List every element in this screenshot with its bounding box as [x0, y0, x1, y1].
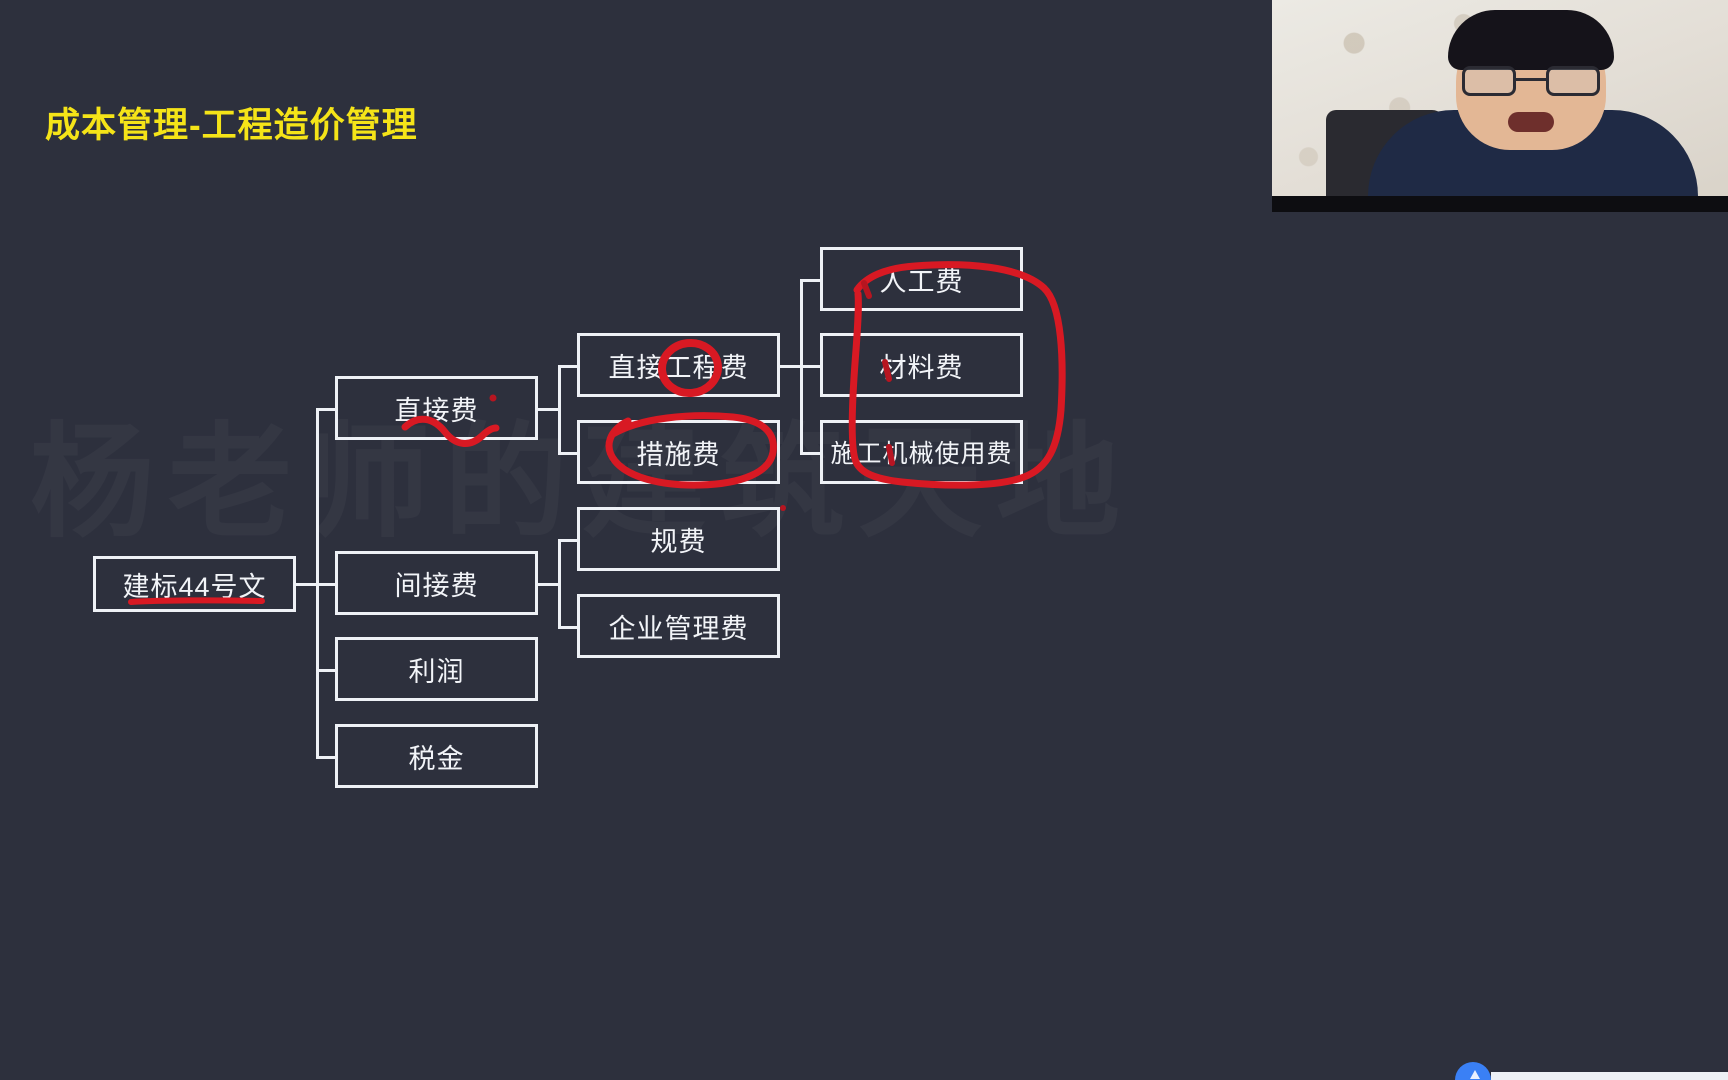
page-title: 成本管理-工程造价管理 — [45, 106, 418, 145]
node-indirect-cost-label: 间接费 — [394, 570, 479, 601]
glasses-left-lens — [1462, 66, 1516, 96]
glasses-icon — [1462, 66, 1600, 96]
connector-direct-children-spine — [558, 365, 561, 452]
node-labor-cost-label: 人工费 — [879, 266, 964, 297]
node-root-label: 建标44号文 — [122, 571, 267, 602]
connector-to-enterprise-management-fee — [558, 626, 579, 629]
node-material-cost-label: 材料费 — [879, 352, 964, 383]
connector-indirect-cost-out — [538, 583, 560, 586]
connector-to-tax — [316, 756, 337, 759]
connector-root-out — [296, 583, 318, 586]
connector-direct-cost-out — [538, 408, 560, 411]
connector-to-indirect-cost — [316, 583, 337, 586]
node-material-cost[interactable]: 材料费 — [820, 333, 1023, 397]
node-machinery-cost-label: 施工机械使用费 — [830, 440, 1013, 468]
node-direct-cost[interactable]: 直接费 — [335, 376, 538, 440]
glasses-right-lens — [1546, 66, 1600, 96]
webcam-bottom-letterbox — [1272, 196, 1728, 212]
node-profit[interactable]: 利润 — [335, 637, 538, 701]
node-measure-cost[interactable]: 措施费 — [577, 420, 780, 484]
connector-to-statutory-fee — [558, 539, 579, 542]
node-labor-cost[interactable]: 人工费 — [820, 247, 1023, 311]
node-enterprise-management-fee[interactable]: 企业管理费 — [577, 594, 780, 658]
connector-to-profit — [316, 669, 337, 672]
webcam-presenter-hair — [1448, 10, 1614, 70]
connector-to-labor-cost — [800, 279, 821, 282]
connector-to-direct-engineering-cost — [558, 365, 579, 368]
node-enterprise-management-fee-label: 企业管理费 — [608, 613, 749, 644]
node-direct-engineering-cost-label: 直接工程费 — [608, 352, 749, 383]
node-profit-label: 利润 — [408, 656, 465, 687]
presenter-webcam[interactable] — [1272, 0, 1728, 212]
node-tax[interactable]: 税金 — [335, 724, 538, 788]
connector-indirect-children-spine — [558, 539, 561, 626]
pointer-caret-icon — [1470, 1070, 1480, 1079]
connector-to-material-cost — [800, 365, 821, 368]
glasses-bridge — [1516, 78, 1546, 81]
node-statutory-fee[interactable]: 规费 — [577, 507, 780, 571]
node-statutory-fee-label: 规费 — [650, 526, 707, 557]
connector-to-direct-cost — [316, 408, 337, 411]
connector-to-machinery-cost — [800, 452, 821, 455]
bottom-progress-bar[interactable] — [1491, 1072, 1728, 1080]
connector-to-measure-cost — [558, 452, 579, 455]
webcam-presenter-mouth — [1508, 112, 1554, 132]
connector-direct-engineering-out — [780, 365, 802, 368]
node-indirect-cost[interactable]: 间接费 — [335, 551, 538, 615]
node-machinery-cost[interactable]: 施工机械使用费 — [820, 420, 1023, 484]
node-direct-cost-label: 直接费 — [394, 395, 479, 426]
node-root[interactable]: 建标44号文 — [93, 556, 296, 612]
node-tax-label: 税金 — [408, 743, 465, 774]
node-direct-engineering-cost[interactable]: 直接工程费 — [577, 333, 780, 397]
node-measure-cost-label: 措施费 — [636, 439, 721, 470]
